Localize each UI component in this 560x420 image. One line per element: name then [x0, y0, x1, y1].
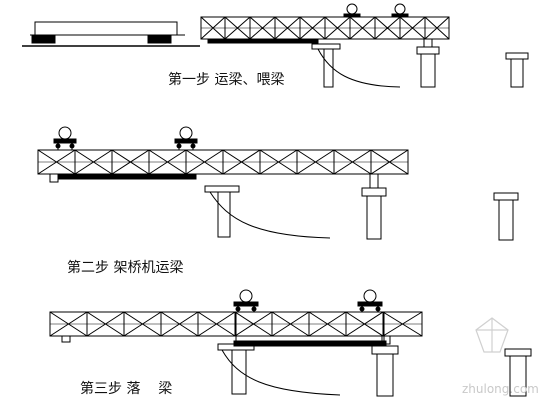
step2-crane-1	[53, 126, 77, 150]
step1-crane-2	[391, 3, 409, 18]
watermark-text: zhulong.com	[462, 382, 539, 396]
step2-truss	[37, 149, 409, 180]
step1-caption: 第一步 运梁、喂梁	[168, 72, 285, 88]
step3-pier-2	[504, 348, 532, 397]
step3-pier-1	[371, 335, 399, 397]
step1-scene	[22, 3, 529, 88]
step2-caption: 第二步 架桥机运梁	[67, 260, 184, 276]
step2-crane-2	[174, 126, 198, 150]
step2-abutment	[204, 185, 331, 239]
step3-crane-1	[233, 289, 259, 342]
step1-truss	[200, 16, 450, 44]
step1-pier-1	[416, 38, 440, 88]
step3-crane-2	[357, 289, 385, 342]
watermark-logo-icon	[475, 317, 509, 353]
step2-pier-2	[493, 192, 519, 241]
step3-caption: 第三步 落 梁	[80, 381, 173, 397]
step2-scene	[37, 126, 519, 241]
step3-abutment	[217, 343, 341, 396]
step1-abutment	[311, 43, 401, 88]
step1-crane-1	[343, 3, 361, 18]
step2-rear-support	[49, 173, 59, 183]
step1-transport-cart	[22, 21, 200, 47]
step2-pier-1	[361, 173, 387, 240]
step1-pier-2	[505, 52, 529, 88]
step3-scene	[49, 289, 532, 397]
step3-girder	[233, 340, 387, 347]
